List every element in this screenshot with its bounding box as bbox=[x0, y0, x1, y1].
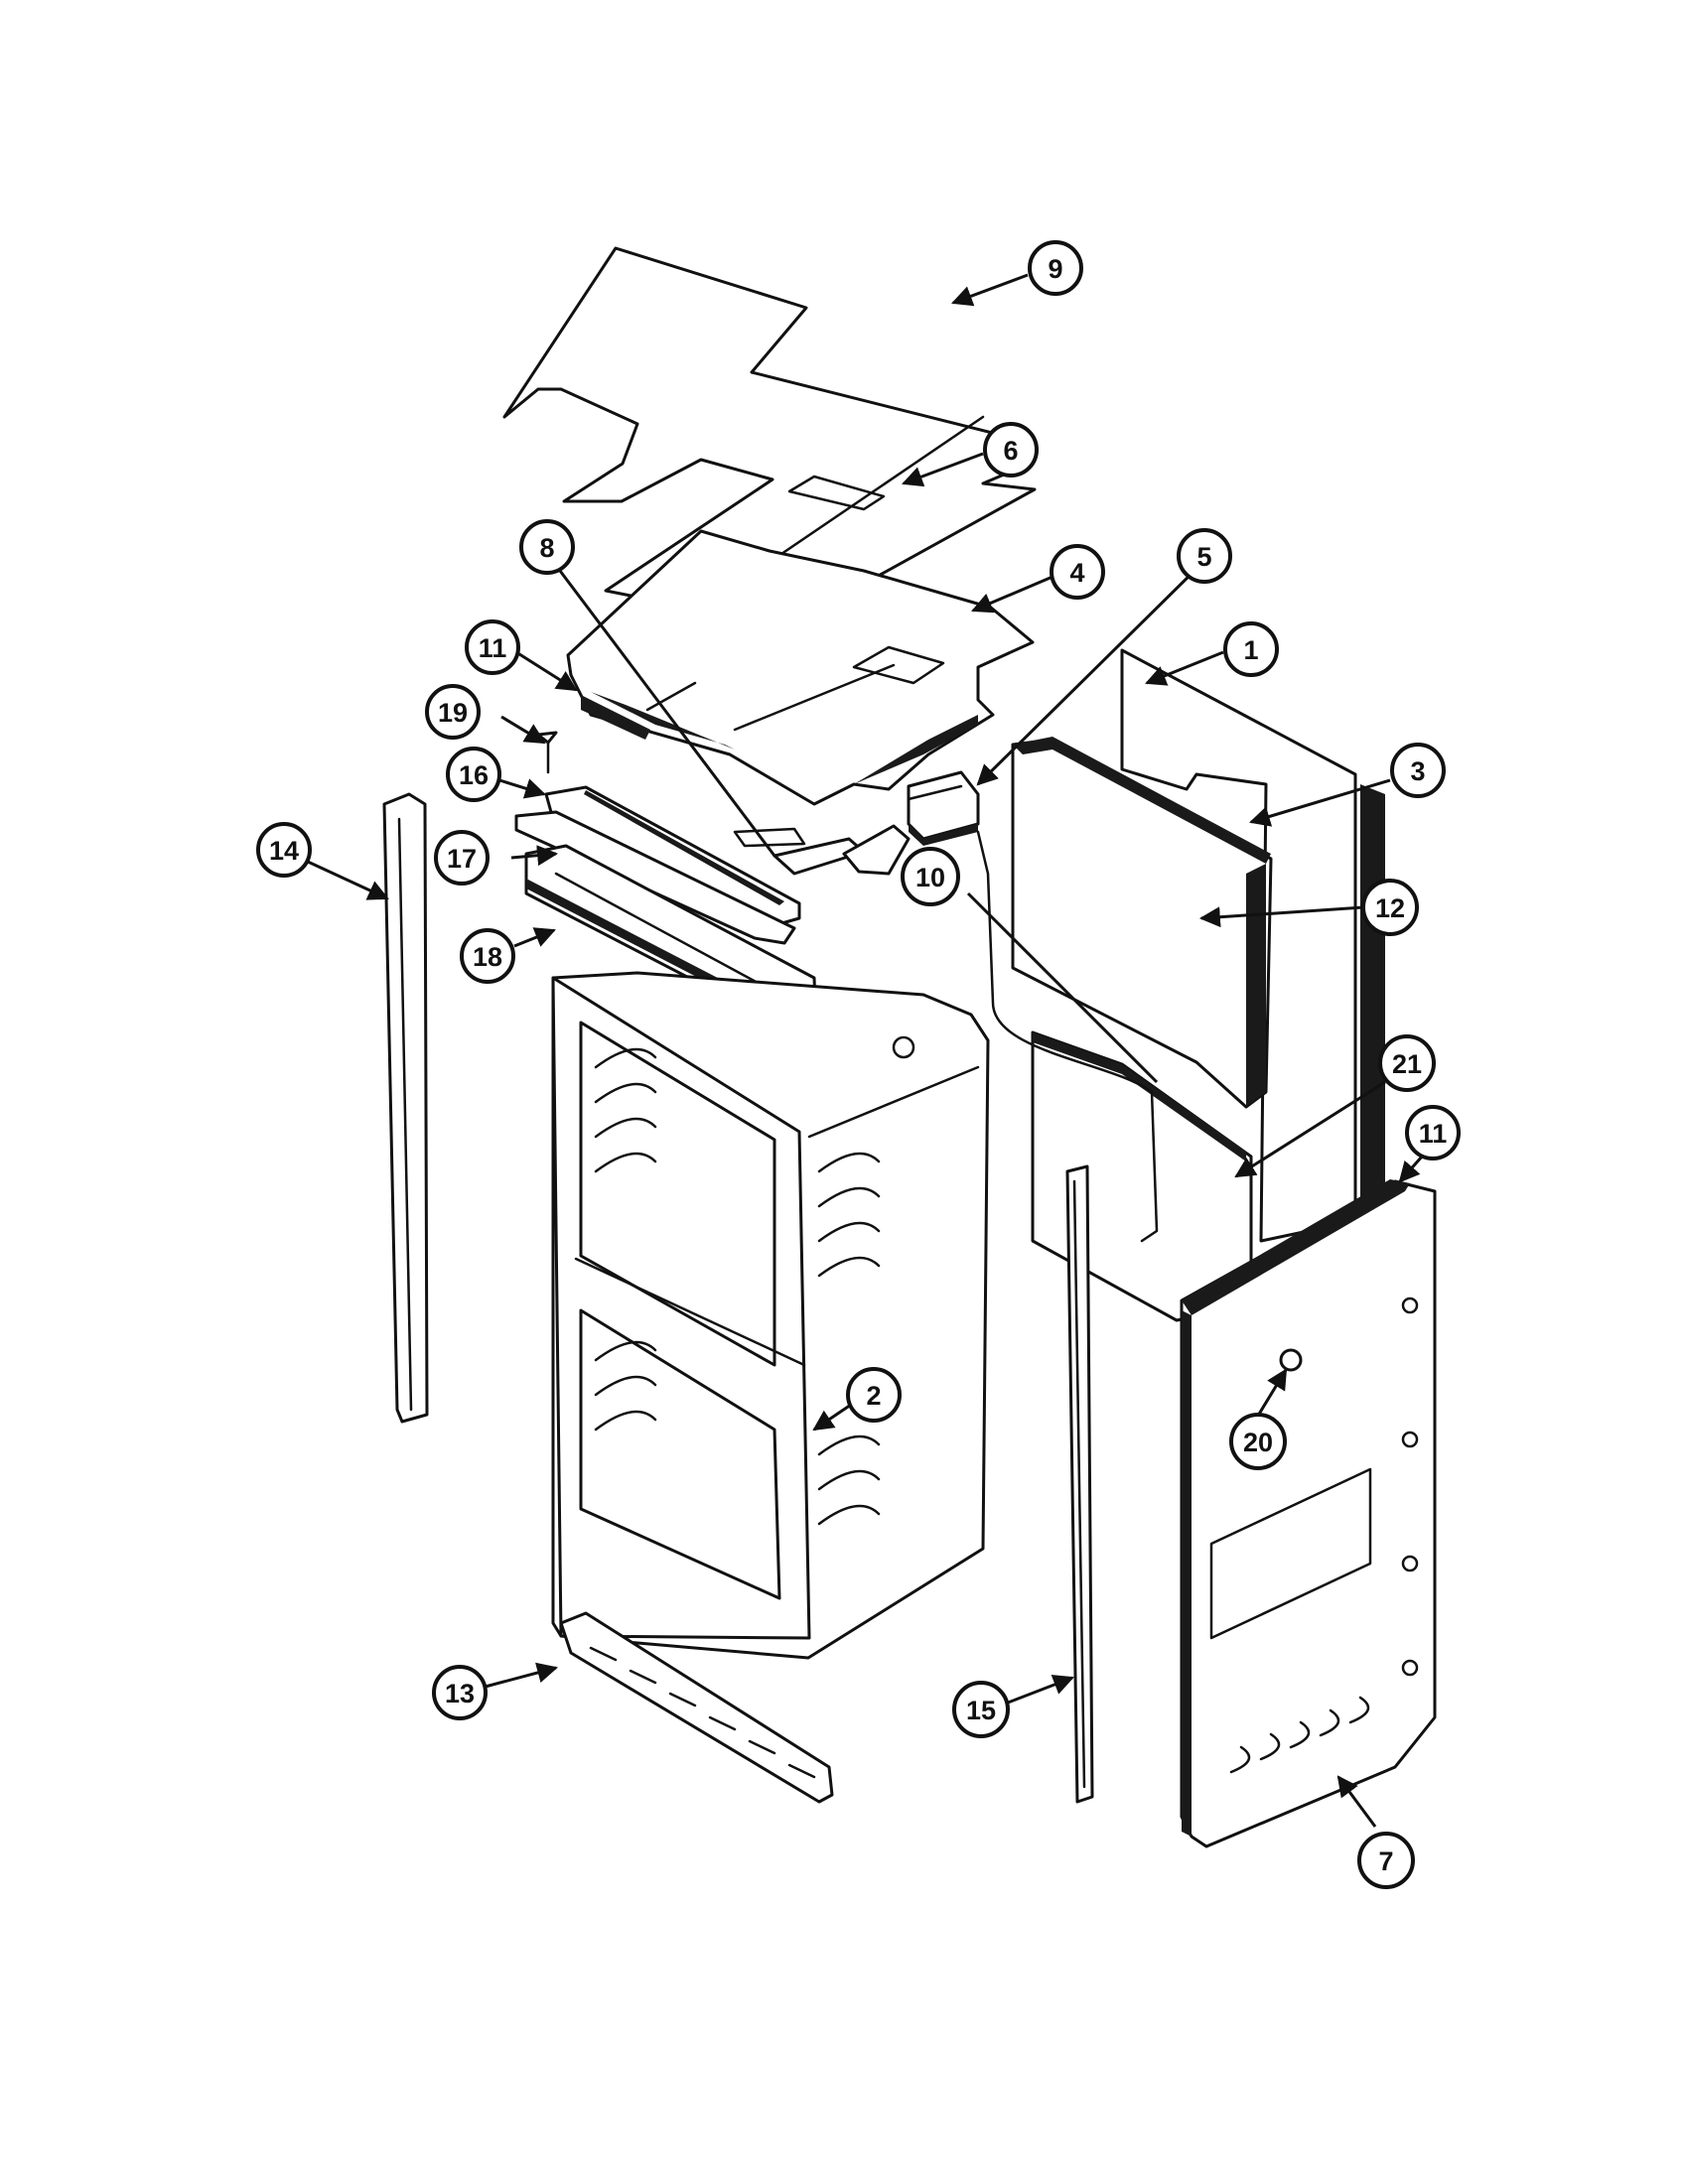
part-side-panel bbox=[1180, 1179, 1437, 1848]
part-duct-bracket bbox=[733, 824, 911, 876]
callout-9: 9 bbox=[1028, 240, 1083, 296]
svg-text:17: 17 bbox=[447, 844, 477, 874]
part-left-trim-strip bbox=[382, 792, 429, 1424]
svg-text:16: 16 bbox=[459, 760, 489, 790]
svg-text:11: 11 bbox=[1419, 1119, 1448, 1149]
svg-text:18: 18 bbox=[473, 942, 502, 972]
svg-text:12: 12 bbox=[1375, 893, 1405, 923]
svg-text:6: 6 bbox=[1003, 436, 1018, 466]
part-oven-frame bbox=[551, 971, 990, 1660]
callout-20: 20 bbox=[1229, 1413, 1287, 1470]
part-bottom-trim bbox=[559, 1611, 834, 1804]
callout-2: 2 bbox=[846, 1367, 902, 1423]
callout-16: 16 bbox=[446, 747, 501, 802]
callout-19: 19 bbox=[425, 684, 481, 740]
part-screw bbox=[536, 731, 558, 774]
callout-11-side: 11 bbox=[1405, 1105, 1461, 1160]
svg-text:8: 8 bbox=[539, 533, 554, 563]
callout-12: 12 bbox=[1361, 879, 1419, 936]
svg-text:13: 13 bbox=[445, 1679, 475, 1708]
part-right-trim-strip bbox=[1065, 1164, 1094, 1804]
svg-text:1: 1 bbox=[1243, 635, 1258, 665]
callout-17: 17 bbox=[434, 830, 490, 886]
svg-text:2: 2 bbox=[866, 1381, 881, 1411]
svg-text:5: 5 bbox=[1196, 542, 1211, 572]
svg-text:15: 15 bbox=[966, 1696, 996, 1725]
svg-text:10: 10 bbox=[915, 863, 945, 892]
callout-6: 6 bbox=[983, 422, 1039, 478]
svg-text:20: 20 bbox=[1243, 1428, 1273, 1457]
part-power-cord bbox=[976, 830, 1159, 1243]
svg-text:4: 4 bbox=[1069, 558, 1084, 588]
svg-text:3: 3 bbox=[1410, 756, 1425, 786]
leader-lines bbox=[307, 273, 1424, 1828]
callout-10: 10 bbox=[901, 847, 960, 906]
callout-5: 5 bbox=[1177, 528, 1232, 584]
callout-21: 21 bbox=[1378, 1034, 1436, 1092]
callout-15: 15 bbox=[952, 1681, 1010, 1738]
callout-11-top: 11 bbox=[465, 619, 520, 675]
svg-text:21: 21 bbox=[1392, 1049, 1422, 1079]
svg-text:19: 19 bbox=[438, 698, 468, 728]
part-side-screw bbox=[1279, 1348, 1303, 1372]
part-insulation-panel bbox=[1011, 737, 1273, 1109]
callout-1: 1 bbox=[1223, 621, 1279, 677]
callout-13: 13 bbox=[432, 1665, 488, 1720]
part-electrical-box bbox=[907, 770, 980, 846]
callout-14: 14 bbox=[256, 822, 312, 878]
svg-text:7: 7 bbox=[1378, 1846, 1393, 1876]
part-rail bbox=[514, 810, 796, 945]
svg-text:14: 14 bbox=[269, 836, 299, 866]
callout-18: 18 bbox=[460, 928, 515, 984]
callout-8: 8 bbox=[519, 519, 575, 575]
callout-7: 7 bbox=[1357, 1832, 1415, 1889]
part-top-insulation bbox=[581, 695, 650, 740]
svg-text:11: 11 bbox=[479, 633, 507, 663]
callout-3: 3 bbox=[1390, 743, 1446, 798]
callout-4: 4 bbox=[1050, 544, 1105, 600]
svg-text:9: 9 bbox=[1048, 254, 1062, 284]
